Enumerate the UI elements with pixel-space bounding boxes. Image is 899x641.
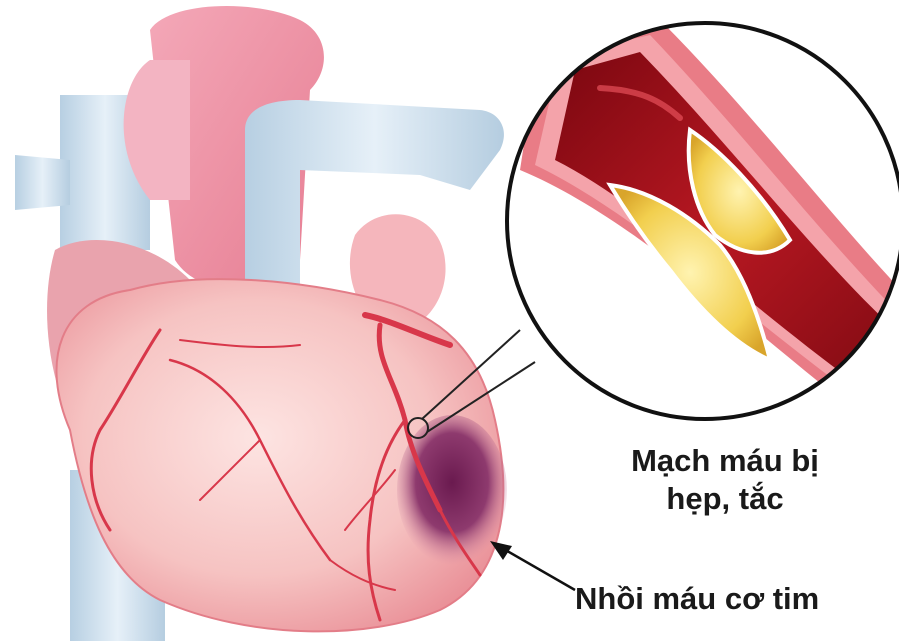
magnified-vessel (507, 20, 899, 430)
infarct-arrow (490, 541, 575, 590)
narrowed-vessel-label-line2: hẹp, tắc (600, 480, 850, 518)
myocardial-infarction-label: Nhồi máu cơ tim (575, 580, 875, 618)
narrowed-vessel-label-line1: Mạch máu bị (600, 442, 850, 480)
narrowed-vessel-label: Mạch máu bị hẹp, tắc (600, 442, 850, 518)
